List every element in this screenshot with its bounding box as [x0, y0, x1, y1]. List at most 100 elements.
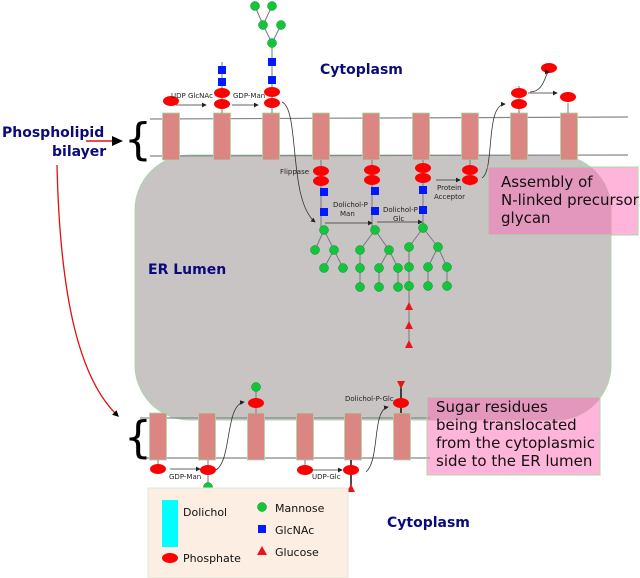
mannose-icon — [404, 262, 414, 272]
flippase-label: Flippase — [280, 168, 309, 176]
mannose-icon — [355, 263, 365, 273]
dolichol-p-man-label-2: Man — [340, 210, 355, 218]
bilayer-pointer-bottom — [56, 164, 119, 417]
dolichol-bar — [393, 412, 411, 461]
glcnac-icon — [218, 78, 226, 86]
legend-glucose-swatch — [257, 546, 267, 555]
legend-glucose: Glucose — [275, 546, 319, 559]
mannose-icon — [319, 225, 329, 235]
phosphate-icon — [415, 173, 431, 183]
mannose-icon — [418, 223, 428, 233]
phosphate-icon — [462, 175, 478, 185]
bottom-gdp-man-label: GDP-Man — [169, 473, 201, 481]
mannose-icon — [393, 282, 403, 292]
mannose-icon — [423, 262, 433, 272]
dolichol-bar — [296, 412, 314, 461]
glcnac-icon — [371, 187, 379, 195]
mannose-icon — [384, 245, 394, 255]
phosphate-icon — [462, 165, 478, 175]
mannose-icon — [442, 281, 452, 291]
assembly-note-box — [487, 166, 639, 236]
dolichol-p-glc-label-2: Glc — [393, 215, 404, 223]
mannose-icon — [258, 20, 268, 30]
gdp-man-label: GDP-Man — [233, 92, 265, 100]
protein-acceptor-label-2: Acceptor — [434, 193, 465, 201]
phospholipid-label: Phospholipid — [2, 125, 104, 141]
glcnac-icon — [268, 58, 276, 66]
glucose-icon — [347, 484, 355, 492]
dolichol-bar — [412, 112, 430, 161]
phosphate-icon — [200, 465, 216, 475]
dolichol-bar — [560, 112, 578, 161]
phosphate-icon — [248, 398, 264, 408]
mannose-icon — [370, 225, 380, 235]
er-lumen-label: ER Lumen — [148, 262, 226, 278]
dolichol-p-glc-label: Dolichol-P — [383, 206, 418, 214]
mannose-icon — [433, 242, 443, 252]
phosphate-icon — [264, 87, 280, 97]
phosphate-icon — [313, 176, 329, 186]
mannose-icon — [355, 245, 365, 255]
mannose-icon — [338, 263, 348, 273]
phosphate-icon — [511, 99, 527, 109]
mannose-icon — [423, 281, 433, 291]
dolichol-bar — [198, 412, 216, 461]
legend-dolichol: Dolichol — [183, 506, 227, 519]
phosphate-icon — [511, 88, 527, 98]
dolichol-bar — [262, 112, 280, 161]
assembly-note-line-3: glycan — [501, 209, 551, 227]
mannose-icon — [374, 263, 384, 273]
mannose-icon — [267, 1, 277, 11]
mannose-icon — [355, 282, 365, 292]
protein-acceptor-label: Protein — [437, 184, 462, 192]
dolichol-bar — [149, 412, 167, 461]
phosphate-icon — [214, 99, 230, 109]
bottom-membrane — [140, 417, 430, 459]
mannose-icon — [276, 20, 286, 30]
bottom-dolichol-p-glc-label: Dolichol-P-Glc — [345, 395, 394, 403]
dolichol-bar — [213, 112, 231, 161]
glcnac-icon — [320, 188, 328, 196]
phosphate-icon — [364, 175, 380, 185]
legend-mannose: Mannose — [275, 502, 325, 515]
legend-box — [147, 487, 349, 578]
glucose-icon — [405, 340, 413, 348]
phosphate-icon — [541, 63, 557, 73]
bilayer-brace-top: { — [124, 114, 152, 165]
dolichol-bar — [162, 112, 180, 161]
translocation-note-line-1: Sugar residues — [436, 398, 548, 416]
bilayer-label: bilayer — [52, 144, 106, 160]
dolichol-bar — [510, 112, 528, 161]
glcnac-icon — [218, 66, 226, 74]
phosphate-icon — [560, 92, 576, 102]
cytoplasm-top-label: Cytoplasm — [320, 62, 403, 78]
dolichol-bar — [461, 112, 479, 161]
mannose-icon — [329, 245, 339, 255]
dolichol-p-man-label: Dolichol-P — [333, 201, 368, 209]
phosphate-icon — [264, 98, 280, 108]
glcnac-icon — [419, 206, 427, 214]
glucose-icon — [405, 321, 413, 329]
phosphate-icon — [343, 465, 359, 475]
phosphate-icon — [364, 165, 380, 175]
phosphate-icon — [393, 398, 409, 408]
phosphate-icon — [163, 96, 179, 106]
reaction-arrows — [170, 69, 558, 473]
mannose-icon — [310, 245, 320, 255]
glucose-icon — [397, 381, 405, 389]
glcnac-icon — [419, 186, 427, 194]
dolichol-bar — [312, 112, 330, 161]
legend-mannose-swatch — [257, 502, 267, 512]
bilayer-pointer-head — [112, 136, 123, 146]
glcnac-icon — [320, 208, 328, 216]
phosphate-icon — [214, 88, 230, 98]
phosphate-icon — [313, 166, 329, 176]
translocation-note-line-3: from the cytoplasmic — [436, 434, 595, 452]
udp-glcnac-label: UDP GlcNAc — [171, 92, 213, 100]
mannose-icon — [404, 242, 414, 252]
legend-dolichol-swatch — [162, 500, 178, 547]
mannose-icon — [442, 262, 452, 272]
phosphate-icon — [415, 163, 431, 173]
